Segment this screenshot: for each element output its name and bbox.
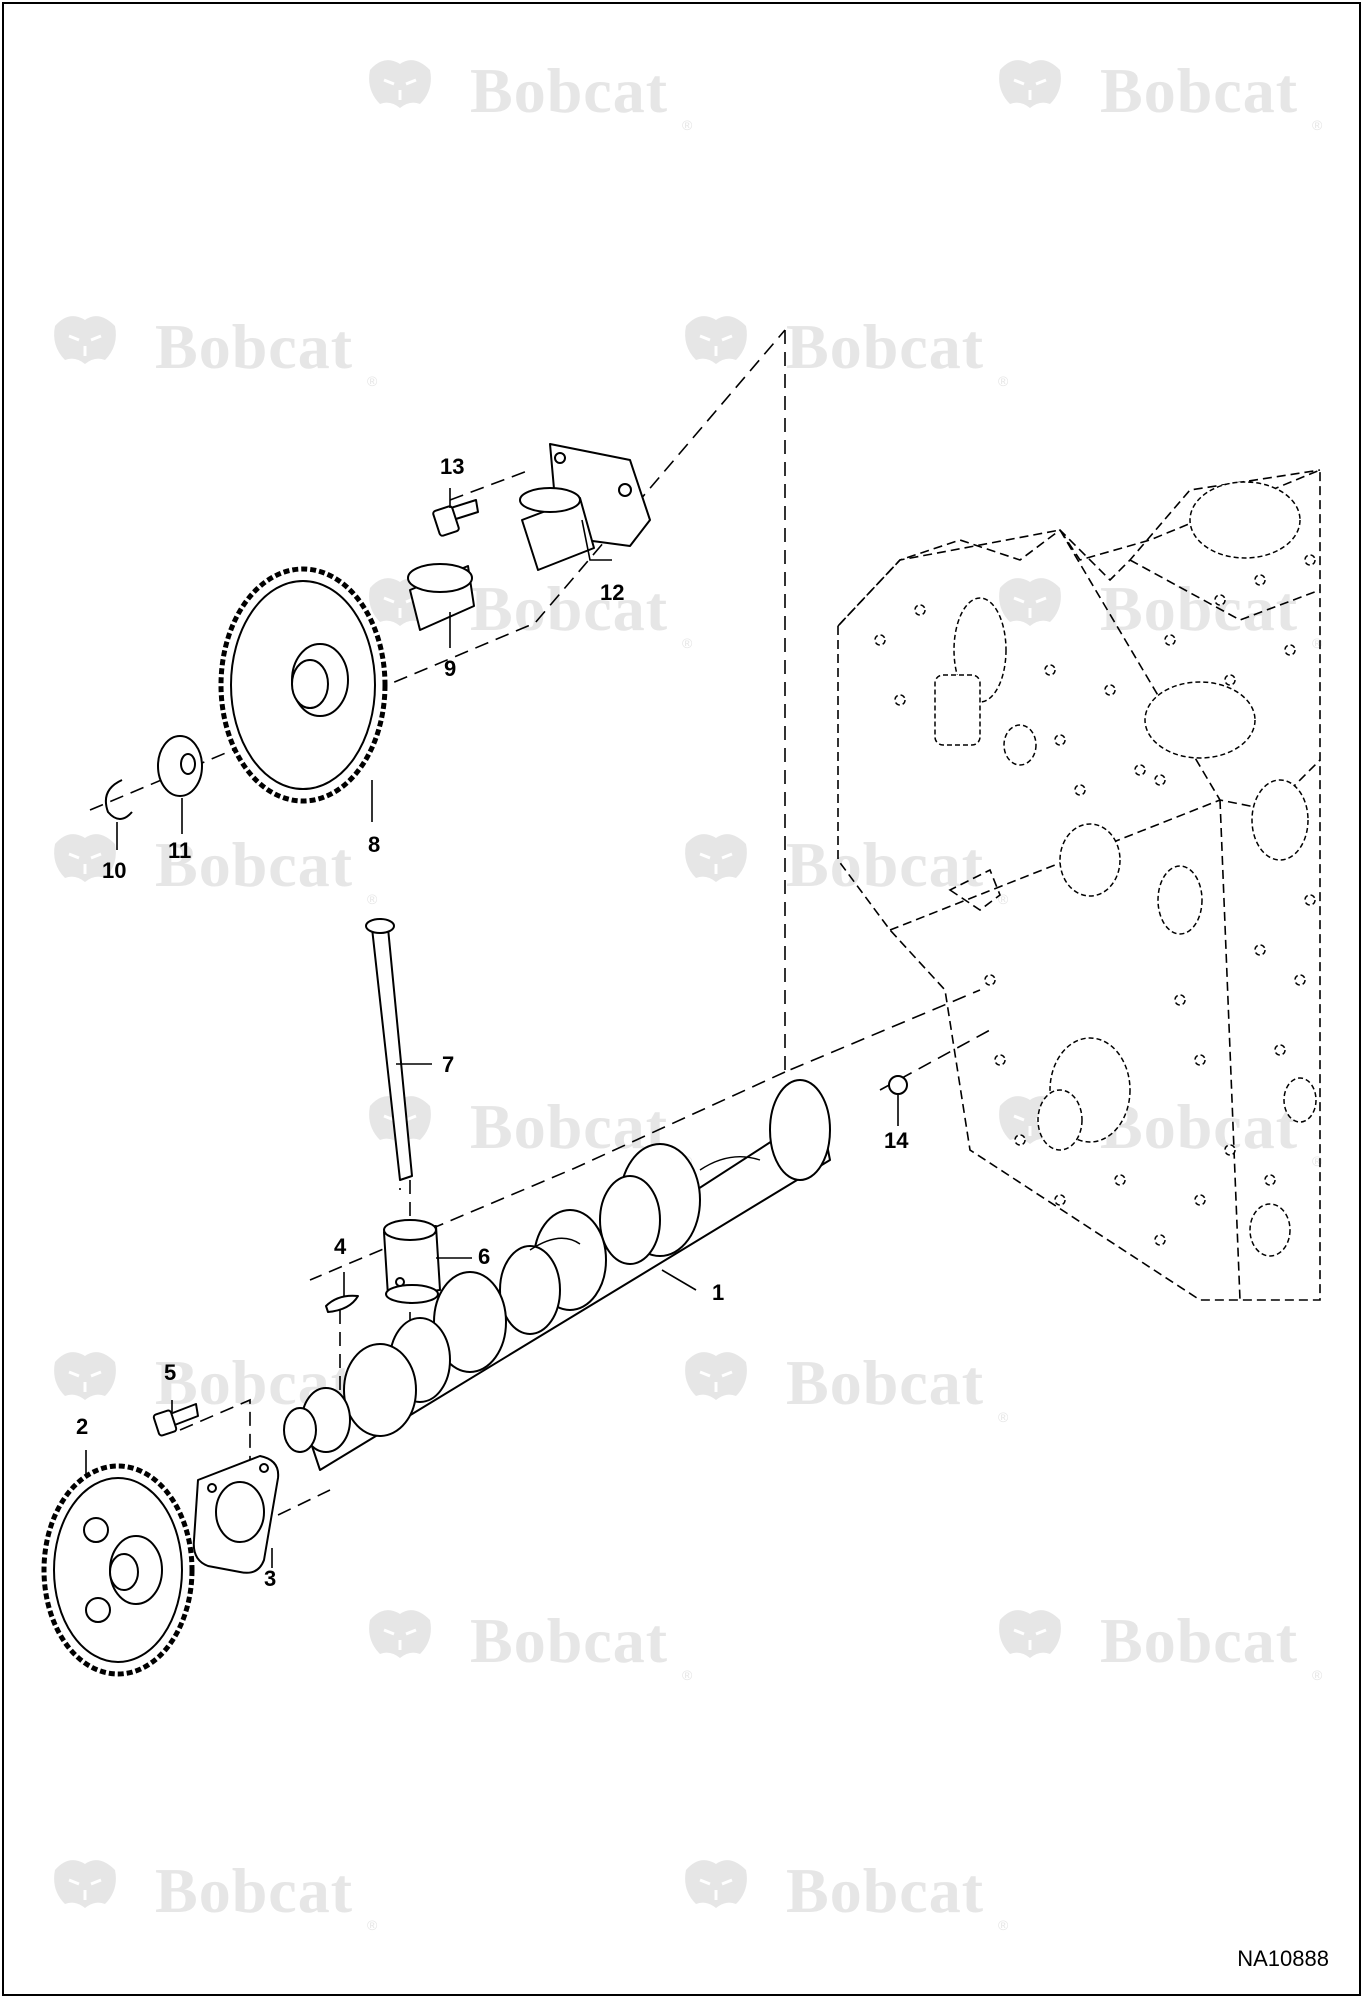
callout-10: 10 — [102, 858, 126, 883]
svg-text:®: ® — [367, 373, 378, 389]
watermark-layer: Bobcat® Bobcat® Bobcat® Bobcat® Bobcat® … — [52, 55, 1323, 1933]
watermark-text: Bobcat — [470, 1605, 668, 1676]
woodruff-key — [325, 1294, 359, 1313]
callout-9: 9 — [444, 656, 456, 681]
watermark-text: Bobcat — [1100, 55, 1298, 126]
svg-text:®: ® — [1312, 117, 1323, 133]
callout-8: 8 — [368, 832, 380, 857]
camshaft — [283, 1079, 831, 1471]
idler-shaft — [519, 443, 651, 571]
svg-text:®: ® — [367, 1917, 378, 1933]
callout-7: 7 — [442, 1052, 454, 1077]
svg-text:®: ® — [1312, 1153, 1323, 1169]
engine-block — [837, 468, 1321, 1301]
watermark-text: Bobcat — [155, 829, 353, 900]
watermark-text: Bobcat — [786, 1347, 984, 1418]
camshaft-gear — [41, 1463, 195, 1677]
watermark-text: Bobcat — [470, 1091, 668, 1162]
watermark-text: Bobcat — [1100, 1605, 1298, 1676]
watermark-text: Bobcat — [786, 311, 984, 382]
svg-text:®: ® — [1312, 1667, 1323, 1683]
push-rod — [365, 918, 413, 1181]
thrust-plate-bolt — [152, 1403, 199, 1437]
callout-2: 2 — [76, 1414, 88, 1439]
bushing — [407, 563, 475, 631]
svg-text:®: ® — [682, 117, 693, 133]
svg-text:®: ® — [682, 635, 693, 651]
callout-3: 3 — [264, 1566, 276, 1591]
svg-text:®: ® — [998, 891, 1009, 907]
callout-14: 14 — [884, 1128, 909, 1153]
svg-text:®: ® — [998, 373, 1009, 389]
leader-lines — [85, 488, 899, 1568]
watermark-text: Bobcat — [155, 311, 353, 382]
callout-12: 12 — [600, 580, 624, 605]
idler-gear — [218, 566, 388, 804]
svg-text:®: ® — [998, 1409, 1009, 1425]
watermark-text: Bobcat — [1100, 573, 1298, 644]
watermark-text: Bobcat — [155, 1855, 353, 1926]
watermark-text: Bobcat — [470, 55, 668, 126]
watermark-text: Bobcat — [1100, 1091, 1298, 1162]
callout-5: 5 — [164, 1360, 176, 1385]
callout-13: 13 — [440, 454, 464, 479]
tappet — [383, 1219, 441, 1304]
callout-11: 11 — [168, 838, 191, 863]
watermark-text: Bobcat — [786, 1855, 984, 1926]
svg-text:®: ® — [682, 1667, 693, 1683]
watermark-text: Bobcat — [786, 829, 984, 900]
thrust-plate — [192, 1455, 280, 1574]
callout-1: 1 — [712, 1280, 724, 1305]
figure-reference-code: NA10888 — [1237, 1946, 1329, 1971]
ball — [888, 1075, 908, 1095]
svg-text:®: ® — [367, 891, 378, 907]
callout-4: 4 — [334, 1234, 347, 1259]
callout-6: 6 — [478, 1244, 490, 1269]
svg-text:®: ® — [1312, 635, 1323, 651]
idler-bolt — [432, 499, 479, 537]
svg-text:®: ® — [998, 1917, 1009, 1933]
thrust-washer — [157, 735, 203, 797]
snap-ring — [104, 779, 133, 820]
callouts: 13 12 9 8 11 10 7 6 1 14 4 5 2 3 — [76, 454, 909, 1591]
